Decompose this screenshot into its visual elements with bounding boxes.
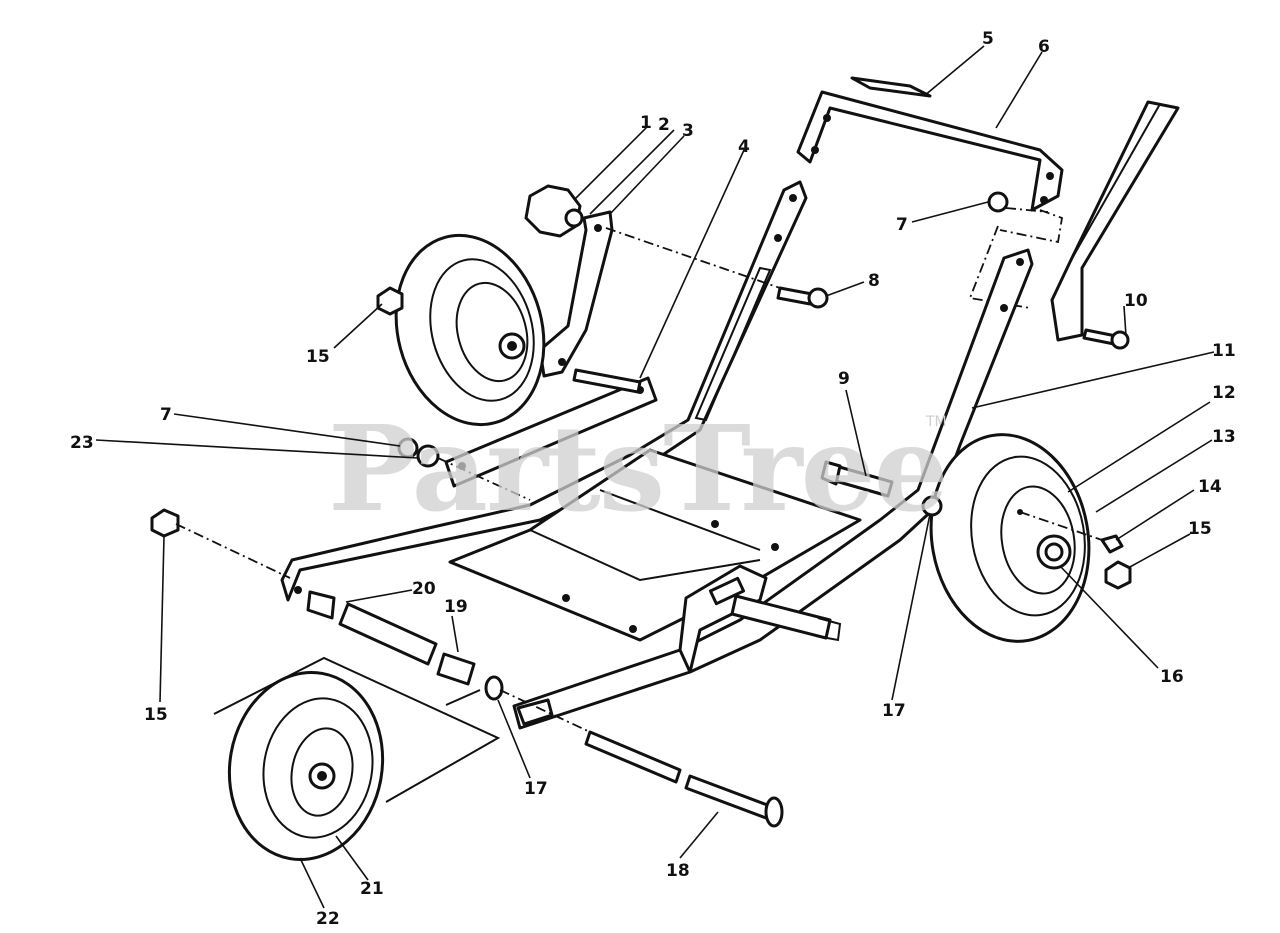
callout-12: 12 [1212,383,1236,403]
axle-line-18 [499,689,591,733]
handle-tube [1050,100,1180,342]
callout-14: 14 [1198,477,1222,497]
callout-18: 18 [666,861,690,881]
axle-line-10 [1005,207,1049,213]
rear-axle [730,594,842,642]
wheel-arm [538,210,614,378]
callout-20: 20 [412,579,436,599]
callout-22: 22 [316,909,340,929]
callout-10: 10 [1124,291,1148,311]
base-plate [448,448,862,642]
callout-23: 23 [70,433,94,453]
watermark-text: PartsTree [328,399,947,538]
callout-13: 13 [1212,427,1236,447]
callout-3: 3 [682,121,694,141]
axle-line-15 [175,523,291,579]
callout-1: 1 [640,113,652,133]
callout-15-left: 15 [144,705,168,725]
axle-line-14 [1019,511,1103,541]
callout-19: 19 [444,597,468,617]
leader-lines [95,45,1215,909]
frame-left-upright [280,180,808,602]
adjustment-knob [524,184,584,238]
callout-11: 11 [1212,341,1236,361]
callout-15-right: 15 [1188,519,1212,539]
lower-wheel-guide [213,656,501,803]
handle-align-line-2 [999,209,1064,244]
callout-9: 9 [838,369,850,389]
upper-left-wheel [394,233,546,427]
callout-2: 2 [658,115,670,135]
callout-8: 8 [868,271,880,291]
handle-align-line [968,225,1031,309]
callouts: 1 2 3 4 5 6 7 7 8 9 10 11 12 13 14 15 15… [70,29,1236,929]
handle-bracket [796,90,1064,212]
lower-front-wheel [227,670,385,862]
callout-16: 16 [1160,667,1184,687]
watermark-trademark: TM [925,414,947,430]
grip-pad [850,76,932,98]
callout-7-lower: 7 [160,405,172,425]
callout-17-right: 17 [882,701,906,721]
callout-21: 21 [360,879,384,899]
callout-5: 5 [982,29,994,49]
callout-7-upper: 7 [896,215,908,235]
right-wheel [929,433,1091,643]
callout-15-upper: 15 [306,347,330,367]
lower-wheel-guide-2 [445,689,481,706]
axle-bracket [678,564,768,674]
callout-17-lower: 17 [524,779,548,799]
hardware [150,191,1132,828]
callout-4: 4 [738,137,750,157]
axle-line-23 [437,457,531,501]
callout-6: 6 [1038,37,1050,57]
